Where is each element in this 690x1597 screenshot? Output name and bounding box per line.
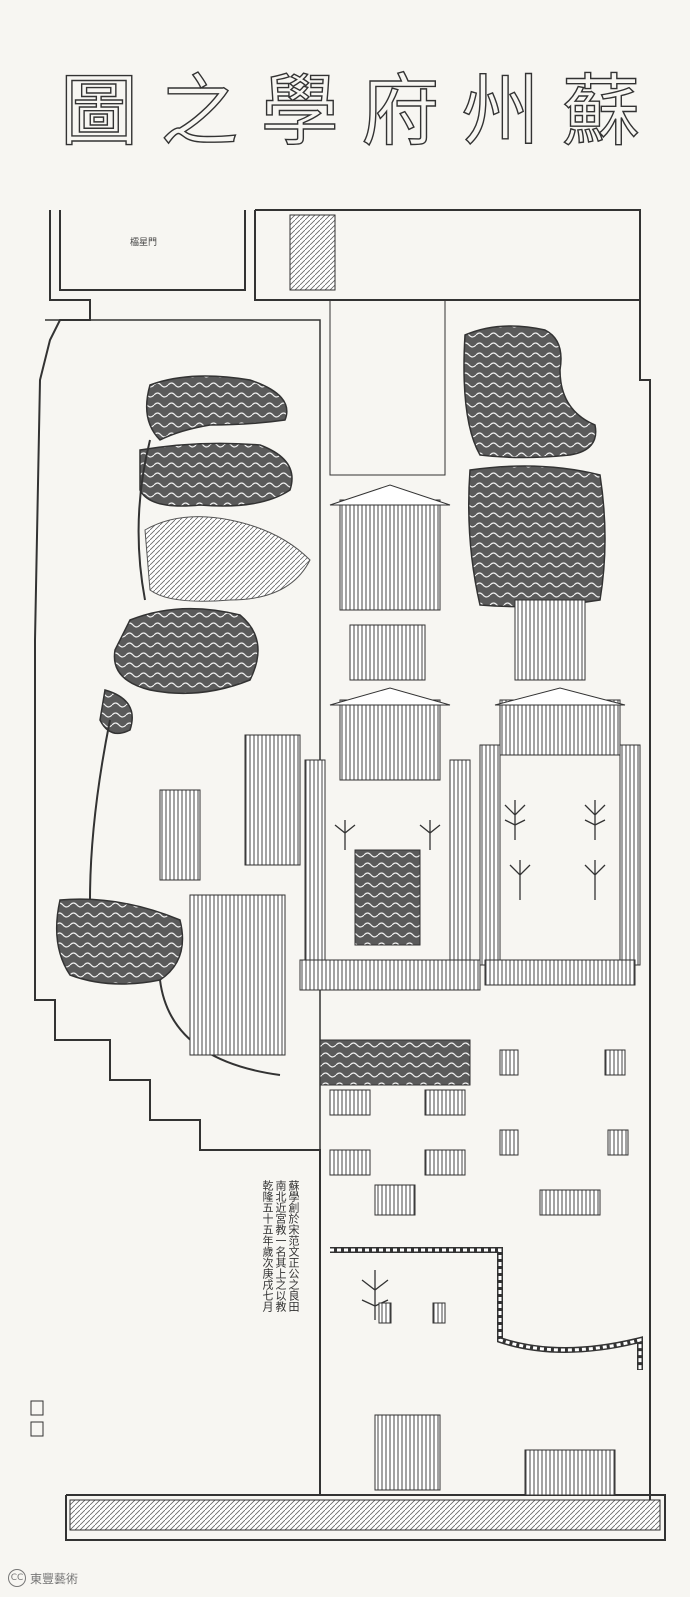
south-moat [330, 1247, 643, 1370]
north-courtyard [329, 299, 446, 476]
west-corridor [304, 759, 326, 961]
title-char: 蘇 [561, 67, 640, 157]
pond-3 [113, 607, 259, 695]
central-buildings [299, 484, 481, 1216]
pond-6 [463, 325, 597, 459]
pond-7 [468, 465, 606, 608]
inscription-column: 蘇學創於宋范文正公之良田 [287, 1180, 300, 1312]
central-pond [354, 849, 421, 946]
inscription-column: 南北近宮教一名其上之以教 [274, 1180, 287, 1312]
pond-2 [139, 442, 293, 507]
pond-4 [99, 689, 133, 735]
south-wall [69, 1499, 661, 1531]
front-gate [299, 959, 481, 991]
east-ponds [463, 325, 606, 608]
east-buildings [479, 599, 641, 1216]
cc-icon: CC [8, 1569, 26, 1587]
lingxing-gate [374, 1184, 416, 1216]
south-gate-1 [374, 1414, 441, 1491]
inscription-block: 蘇學創於宋范文正公之良田 南北近宮教一名其上之以教 乾隆五十五年歲次庚戌七月 [55, 1180, 300, 1510]
north-gate-building [289, 214, 336, 291]
watermark: CC 東豐藝術 [8, 1569, 78, 1587]
pavilion-main [339, 499, 441, 611]
map-title: 蘇 州 府 學 之 圖 [59, 52, 640, 172]
west-ponds [55, 375, 293, 985]
title-char: 府 [360, 67, 440, 157]
north-field-label: 櫺星門 [130, 236, 157, 248]
inscription-column: 乾隆五十五年歲次庚戌七月 [261, 1180, 274, 1312]
pond-1 [145, 375, 288, 441]
title-char: 之 [160, 67, 239, 157]
semicircle-pond [319, 1039, 471, 1086]
title-char: 圖 [59, 67, 139, 157]
east-corridor [449, 759, 471, 961]
outer-wall [34, 209, 666, 1541]
title-char: 學 [260, 67, 339, 157]
small-pavilions [378, 1049, 629, 1324]
pavilion-roof [329, 484, 451, 506]
rockery [144, 516, 311, 602]
watermark-text: 東豐藝術 [30, 1571, 79, 1586]
seal-stamps [30, 1400, 44, 1437]
pond-5 [55, 898, 184, 985]
west-buildings [159, 734, 301, 1056]
title-char: 州 [461, 67, 540, 157]
south-gate-2 [524, 1449, 616, 1496]
trees [334, 800, 606, 1320]
hall-1 [349, 624, 426, 681]
hall-2 [339, 699, 441, 781]
